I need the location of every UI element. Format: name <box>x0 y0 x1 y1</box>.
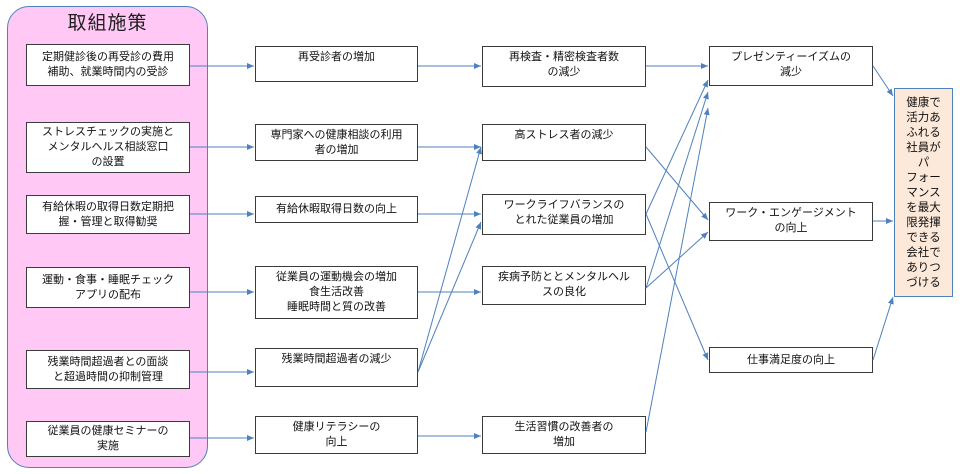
measure-box-2: ストレスチェックの実施と メンタルヘルス相談窓口 の設置 <box>26 122 190 173</box>
arrow-p4-q1 <box>645 91 709 289</box>
measure-box-5: 残業時間超過者との面談 と超過時間の抑制管理 <box>26 350 190 389</box>
arrow-q3-goal <box>872 296 894 361</box>
arrow-o5-p2 <box>417 146 483 373</box>
goal-box: 健康で 活力あ ふれる 社員が パ フォー マンス を最大 限発揮 できる 会社… <box>894 88 953 297</box>
outcome1-box-4: 従業員の運動機会の増加 食生活改善 睡眠時間と質の改善 <box>255 266 418 319</box>
outcome3-box-2: ワーク・エンゲージメント の向上 <box>709 202 873 241</box>
measure-box-1: 定期健診後の再受診の費用 補助、就業時間内の受診 <box>26 44 190 86</box>
outcome2-box-3: ワークライフバランスの とれた従業員の増加 <box>482 194 646 235</box>
outcome3-box-3: 仕事満足度の向上 <box>709 347 873 373</box>
outcome1-box-1: 再受診者の増加 <box>255 46 418 82</box>
outcome1-box-6: 健康リテラシーの 向上 <box>255 416 418 454</box>
outcome2-box-4: 疾病予防ととメンタルヘル スの良化 <box>482 266 646 305</box>
outcome1-box-2: 専門家への健康相談の利用 者の増加 <box>255 124 418 161</box>
outcome2-box-5: 生活習慣の改善者の 増加 <box>482 416 646 454</box>
outcome2-box-1: 再検査・精密検査者数 の減少 <box>482 46 646 87</box>
arrow-p3-q3 <box>645 213 709 361</box>
measure-box-6: 従業員の健康セミナーの 実施 <box>26 421 190 457</box>
arrow-p2-q2 <box>645 146 709 221</box>
outcome1-box-3: 有給休暇取得日数の向上 <box>255 196 418 223</box>
panel-title: 取組施策 <box>67 12 148 34</box>
arrow-p3-q1 <box>645 79 709 215</box>
arrow-p5-q1 <box>645 107 710 433</box>
measure-box-3: 有給休暇の取得日数定期把 握・管理と取得勧奨 <box>26 195 190 234</box>
measure-box-4: 運動・食事・睡眠チェック アプリの配布 <box>26 267 190 308</box>
outcome3-box-1: プレゼンティーイズムの 減少 <box>709 46 873 86</box>
arrow-p4-q2 <box>645 231 709 289</box>
arrow-q1-goal <box>872 65 894 97</box>
outcome2-box-2: 高ストレス者の減少 <box>482 124 646 161</box>
arrow-o5-p3 <box>417 221 482 373</box>
outcome1-box-5: 残業時間超過者の減少 <box>255 348 418 387</box>
